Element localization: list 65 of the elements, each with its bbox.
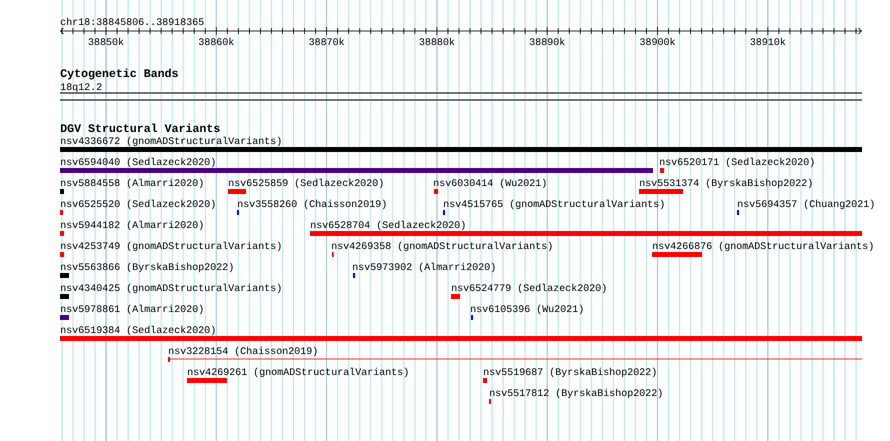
node-label: nsv5884558 (Almarri2020) (61, 178, 203, 188)
tick-label: 38890k (530, 38, 565, 46)
variant-bar: nsv6524779 (Sedlazeck2020) (451, 284, 606, 299)
node-label: nsv5973902 (Almarri2020) (353, 262, 495, 272)
band-label: 18q12.2 (60, 83, 102, 92)
node-label: nsv6105396 (Wu2021) (471, 304, 583, 314)
variant-bar: nsv3558260 (Chaisson2019) (237, 200, 386, 215)
tick-label: 38900k (640, 38, 675, 46)
variant-bar: nsv5531374 (ByrskaBishop2022) (639, 178, 812, 194)
tick-label: 38850k (88, 38, 124, 46)
variant-bar: nsv6528704 (Sedlazeck2020) (310, 220, 862, 236)
node-label: nsv6030414 (Wu2021) (434, 178, 546, 188)
variant-bar: nsv6525859 (Sedlazeck2020) (228, 178, 383, 194)
variant-bar: nsv4340425 (gnomADStructuralVariants) (60, 284, 281, 299)
variant-bar: nsv6030414 (Wu2021) (434, 178, 546, 194)
variant-bar: nsv4253749 (gnomADStructuralVariants) (60, 242, 281, 257)
variant-bar: nsv5944182 (Almarri2020) (60, 220, 203, 236)
node-label: nsv4336672 (gnomADStructuralVariants) (61, 136, 281, 146)
variant-span: nsv3228154 (Chaisson2019) (168, 346, 862, 362)
node-label: nsv5563866 (ByrskaBishop2022) (61, 262, 233, 272)
node-label: nsv3558260 (Chaisson2019) (238, 200, 386, 210)
track-heading: Cytogenetic Bands (60, 68, 178, 80)
node-label: nsv6594040 (Sedlazeck2020) (61, 158, 215, 168)
node-label: nsv5519687 (ByrskaBishop2022) (484, 368, 656, 378)
variant-bar: nsv4269261 (gnomADStructuralVariants) (187, 368, 408, 383)
node-label: nsv4266876 (gnomADStructuralVariants) (653, 242, 873, 252)
variant-bar: nsv6105396 (Wu2021) (471, 304, 583, 320)
tick-label: 38910k (750, 38, 786, 46)
node-label: nsv6528704 (Sedlazeck2020) (311, 220, 465, 230)
variant-bar: nsv4269358 (gnomADStructuralVariants) (332, 242, 552, 257)
variant-bar: nsv5519687 (ByrskaBishop2022) (483, 368, 656, 383)
node-label: nsv5694357 (Chuang2021) (738, 200, 874, 210)
node-label: nsv5978861 (Almarri2020) (61, 304, 203, 314)
variant-bar: nsv6594040 (Sedlazeck2020) (60, 158, 654, 173)
node-label: nsv4269261 (gnomADStructuralVariants) (188, 368, 408, 378)
node-label: nsv6519384 (Sedlazeck2020) (61, 326, 215, 336)
variant-bar: nsv5517812 (ByrskaBishop2022) (489, 388, 662, 404)
node-label: nsv6520171 (Sedlazeck2020) (660, 158, 814, 168)
variant-bar: nsv4336672 (gnomADStructuralVariants) (60, 136, 862, 152)
variant-bar: nsv6520171 (Sedlazeck2020) (660, 158, 814, 173)
track-heading: DGV Structural Variants (60, 124, 220, 132)
node-label: nsv4515765 (gnomADStructuralVariants) (444, 200, 664, 210)
node-label: nsv6525859 (Sedlazeck2020) (229, 178, 383, 188)
variant-bar: nsv4515765 (gnomADStructuralVariants) (443, 200, 664, 215)
variant-bar: nsv5563866 (ByrskaBishop2022) (60, 262, 233, 278)
node-label: nsv3228154 (Chaisson2019) (169, 346, 317, 356)
tick-label: 38860k (198, 38, 234, 46)
variant-bar: nsv6525520 (Sedlazeck2020) (60, 200, 215, 215)
coordinate-range: chr18:38845806..38918365 (60, 18, 204, 26)
node-label: nsv5531374 (ByrskaBishop2022) (640, 178, 812, 188)
variant-bar: nsv5978861 (Almarri2020) (60, 304, 203, 320)
tick-label: 38870k (309, 38, 344, 46)
node-label: nsv4340425 (gnomADStructuralVariants) (61, 284, 281, 294)
node-label: nsv4269358 (gnomADStructuralVariants) (332, 242, 552, 252)
variant-bar: nsv4266876 (gnomADStructuralVariants) (652, 242, 873, 257)
node-label: nsv5944182 (Almarri2020) (61, 220, 203, 230)
variant-bar: nsv6519384 (Sedlazeck2020) (60, 326, 862, 341)
variant-bar: nsv5884558 (Almarri2020) (60, 178, 203, 194)
variant-bar: nsv5694357 (Chuang2021) (737, 200, 874, 215)
tick-label: 38880k (420, 38, 454, 46)
node-label: nsv4253749 (gnomADStructuralVariants) (61, 242, 281, 252)
variant-bar: nsv5973902 (Almarri2020) (353, 262, 495, 278)
node-label: nsv6525520 (Sedlazeck2020) (61, 200, 215, 210)
node-label: nsv5517812 (ByrskaBishop2022) (490, 388, 662, 398)
node-label: nsv6524779 (Sedlazeck2020) (452, 284, 606, 294)
